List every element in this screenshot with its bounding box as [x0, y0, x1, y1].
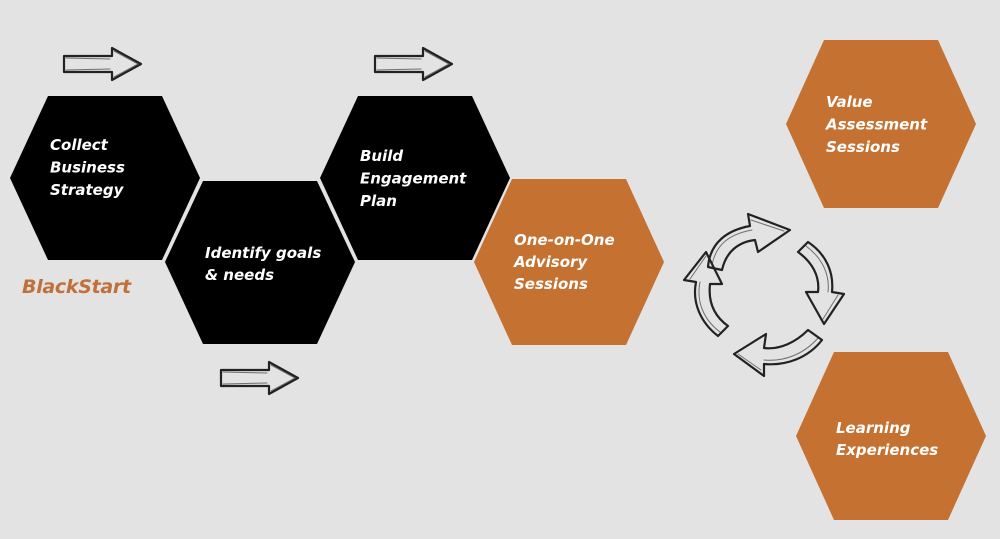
- cycle-arrow-right: [796, 240, 846, 326]
- hex-label-line: Experiences: [836, 441, 938, 459]
- hex-label-line: Build: [360, 147, 403, 165]
- hex-label-line: Value: [826, 93, 873, 111]
- hex-shape: [796, 352, 986, 520]
- hex-label-line: One-on-One: [514, 231, 615, 249]
- arrow-right-1-icon: [62, 46, 143, 82]
- hex-label-line: Identify goals: [205, 244, 321, 262]
- cycle-arrows-icon: [682, 212, 846, 378]
- hex-label-line: Business: [50, 159, 125, 177]
- arrow-right-3-icon: [219, 360, 300, 396]
- hex-identify-goals: Identify goals & needs: [165, 181, 355, 344]
- hex-label-line: Learning: [836, 419, 911, 437]
- cycle-arrow-bottom: [732, 328, 824, 378]
- hex-shape: [10, 96, 200, 260]
- hex-shape: [474, 179, 664, 345]
- cycle-arrow-left: [682, 250, 730, 338]
- hex-label-line: Sessions: [514, 275, 588, 293]
- hex-label-line: Strategy: [50, 181, 125, 199]
- arrow-right-2-icon: [373, 46, 454, 82]
- hex-label-line: & needs: [205, 266, 274, 284]
- hex-label-line: Advisory: [513, 253, 588, 271]
- hex-label-line: Engagement: [360, 170, 467, 188]
- hex-label-line: Assessment: [825, 116, 928, 134]
- hex-label-line: Sessions: [826, 138, 900, 156]
- hex-label-line: Collect: [50, 136, 109, 154]
- hex-label-line: Plan: [360, 192, 397, 210]
- logo-text-second: lackStart: [36, 276, 131, 298]
- hex-shape: [786, 40, 976, 208]
- cycle-arrow-top: [706, 212, 792, 272]
- hex-shape: [320, 96, 510, 260]
- hex-label-identify: Identify goals & needs: [205, 244, 321, 284]
- hex-shape: [165, 181, 355, 344]
- logo-text-first: B: [22, 276, 37, 298]
- blackstart-logo: BlackStart: [22, 276, 131, 298]
